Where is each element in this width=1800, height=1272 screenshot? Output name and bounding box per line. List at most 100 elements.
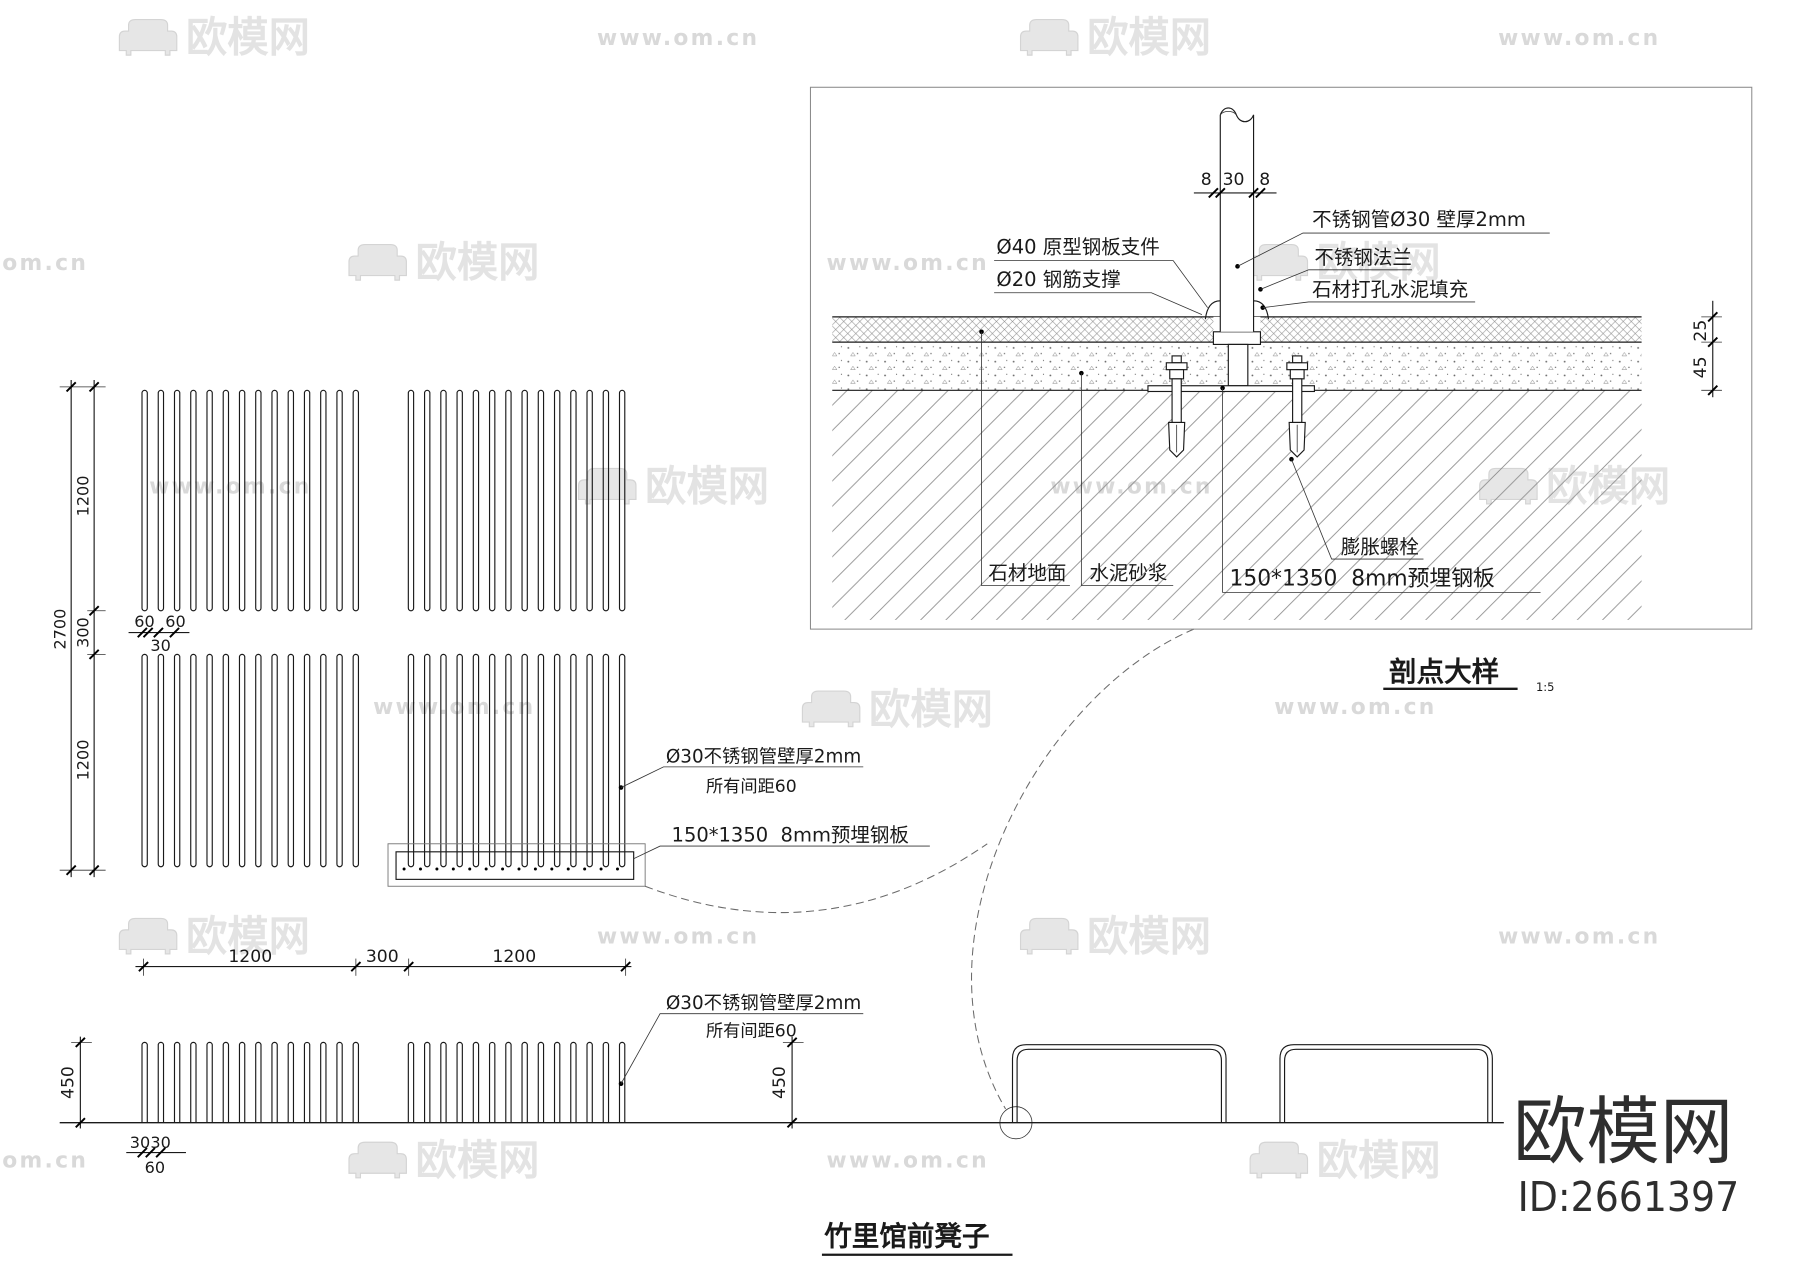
elevation-rod: [352, 1041, 360, 1123]
label-embedded-plate: 150*1350 8mm预埋钢板: [1229, 566, 1495, 591]
plan-rod: [320, 389, 327, 612]
watermark-url: www.om.cn: [149, 475, 311, 500]
label-cement-fill: 石材打孔水泥填充: [1312, 278, 1468, 301]
stainless-pipe: [1204, 107, 1270, 332]
plan-rod: [618, 389, 626, 612]
label-rebar-support: Ø20 钢筋支撑: [996, 268, 1120, 291]
plate-hole: [615, 867, 619, 871]
leader-line: [1260, 269, 1412, 290]
brand-name: 欧模网: [1513, 1090, 1733, 1175]
sofa-icon: [118, 917, 178, 955]
detail-link-arc: [971, 628, 1195, 1110]
dim-rod-a: 30: [130, 1133, 150, 1152]
plan-rod: [472, 389, 480, 612]
plan-rod: [407, 653, 415, 868]
expansion-bolt-right: [1286, 355, 1309, 458]
watermark-logo: 欧模网: [1249, 239, 1441, 287]
plan-rod: [287, 653, 295, 868]
leader-dot: [1258, 287, 1263, 292]
watermark-url: www.om.cn: [597, 26, 759, 51]
dimension-tick: [155, 1147, 166, 1158]
plan-rod: [537, 653, 545, 868]
leader-line: [994, 260, 1208, 308]
dimension-tick: [137, 1147, 148, 1158]
leader-line: [633, 845, 930, 860]
bolt-thread: [1171, 355, 1182, 364]
elevation-rod: [222, 1041, 230, 1123]
plan-rod: [336, 389, 343, 612]
watermark-logo: 欧模网: [1019, 14, 1211, 62]
plate-hole: [517, 867, 521, 871]
elevation-rod: [586, 1041, 593, 1123]
plan-rod: [287, 389, 295, 612]
elevation-title: 竹里馆前凳子: [823, 1221, 989, 1253]
plan-rod: [173, 653, 181, 868]
elevation-rod: [141, 1041, 148, 1123]
leader-line: [1237, 232, 1550, 267]
concrete-base: [832, 390, 1642, 620]
sofa-icon: [348, 1141, 407, 1179]
dimension-tick: [142, 627, 154, 638]
elevation-pipe-callout: Ø30不锈钢管壁厚2mm 所有间距60: [618, 993, 864, 1086]
pipe-break-line: [1219, 110, 1237, 116]
elevation-rod: [303, 1041, 311, 1123]
bolt-washer: [1286, 362, 1309, 371]
plan-rod: [407, 389, 415, 612]
dimension-tick: [620, 961, 631, 972]
dimension-tick: [75, 1117, 86, 1129]
side-view-frames: [1011, 1044, 1493, 1123]
dimension-tick: [350, 961, 362, 972]
callout-pipe-spec: Ø30不锈钢管壁厚2mm: [666, 993, 861, 1014]
watermark-logo-text: 欧模网: [416, 1136, 540, 1184]
plan-rod: [255, 653, 262, 868]
elevation-rod: [423, 1041, 431, 1123]
pipe-body: [1220, 114, 1254, 332]
watermark-url: www.om.cn: [1274, 695, 1436, 720]
plan-rod: [488, 389, 496, 612]
sofa-icon: [1249, 1141, 1309, 1179]
plan-rod: [440, 389, 447, 612]
watermark-logo-text: 欧模网: [186, 14, 310, 62]
section-upper-labels: Ø40 原型钢板支件 Ø20 钢筋支撑 不锈钢管Ø30 壁厚2mm 不锈钢法兰 …: [994, 208, 1550, 315]
watermark-url: www.om.cn: [827, 251, 989, 276]
plan-rod: [553, 653, 561, 868]
dimension-tick: [1707, 336, 1719, 348]
rebar-support: [1227, 343, 1249, 387]
watermark-logo: 欧模网: [801, 685, 993, 733]
watermark-logo: 欧模网: [348, 239, 539, 287]
watermark-url: om.cn: [2, 1149, 88, 1174]
plan-rod: [157, 653, 165, 868]
detail-frame: [809, 86, 1753, 630]
elevation-rod-group: [141, 1041, 626, 1123]
elevation-rod: [206, 1041, 213, 1123]
section-lower-labels: 石材地面 水泥砂浆 150*1350 8mm预埋钢板 膨胀螺栓: [979, 329, 1541, 593]
plan-rod: [222, 389, 230, 612]
leader-line: [620, 1013, 864, 1084]
plan-rod: [521, 389, 528, 612]
watermark-logo: 欧模网: [1249, 1136, 1441, 1184]
plate-highlight-box: [387, 843, 646, 887]
dimension-tick: [169, 627, 180, 638]
watermark-logo: 欧模网: [118, 14, 310, 62]
plate-hole: [599, 867, 603, 871]
plan-rod: [456, 389, 463, 612]
watermark-logo-text: 欧模网: [645, 463, 769, 511]
plate-hole: [533, 867, 537, 871]
steel-flange: [1212, 331, 1262, 345]
plan-rod: [521, 653, 528, 868]
elevation-rod: [570, 1041, 577, 1123]
elevation-rod: [488, 1041, 496, 1123]
expansion-bolt-left: [1165, 355, 1188, 458]
label-stainless-pipe: 不锈钢管Ø30 壁厚2mm: [1312, 208, 1526, 231]
watermark-url: www.om.cn: [1498, 26, 1660, 51]
dimension-tick: [88, 381, 100, 393]
dim-gap-width: 300: [366, 947, 399, 967]
watermark-logo-text: 欧模网: [1087, 913, 1211, 961]
dimension-tick: [65, 864, 77, 876]
elevation-rod: [602, 1041, 610, 1123]
section-detail: 8 30 8 Ø40 原型钢板支件 Ø20 钢筋支撑 不锈钢管Ø30 壁厚2mm…: [809, 86, 1753, 694]
plan-rod: [586, 389, 593, 612]
bolt-nut: [1169, 369, 1185, 380]
watermark-url: om.cn: [2, 251, 88, 276]
plan-rod: [190, 389, 197, 612]
